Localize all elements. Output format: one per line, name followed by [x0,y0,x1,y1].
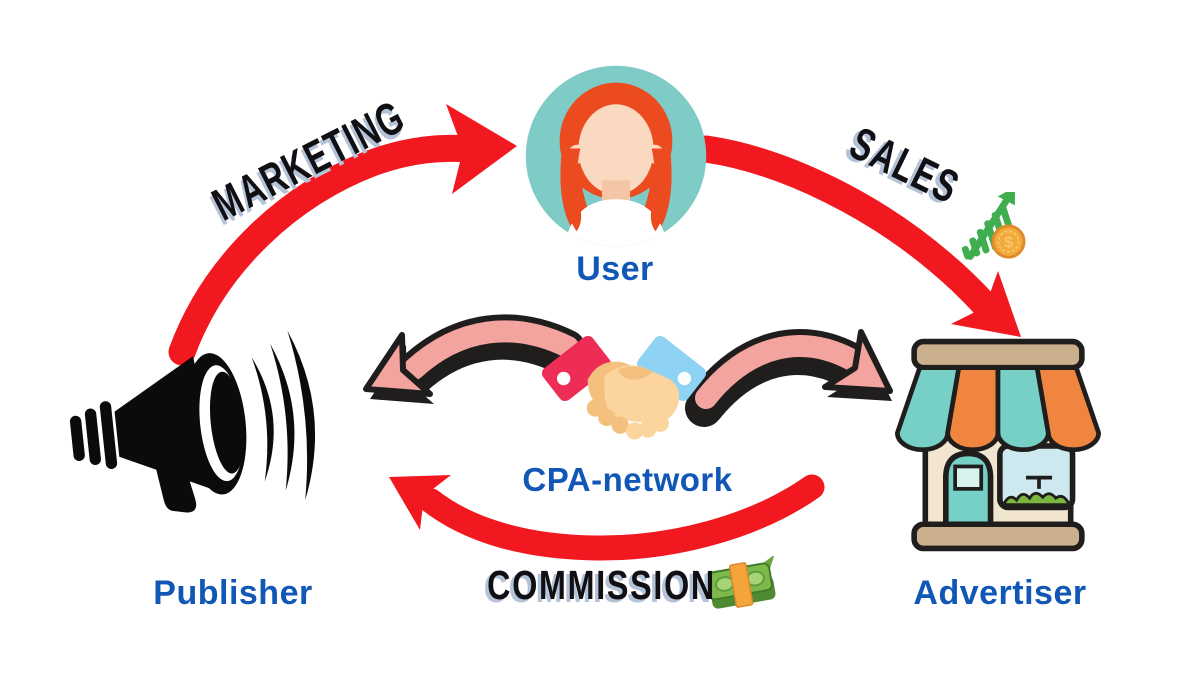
commission-arrow-label: COMMISSION [487,563,716,609]
money-bundle-icon [705,556,776,609]
coin-dollar-glyph: $ [1004,234,1013,251]
sales-arrow [692,135,1021,337]
user-node-label: User [576,250,654,288]
growth-chart-icon: $ [961,192,1026,260]
user-avatar-icon [525,65,707,247]
publisher-node-label: Publisher [153,574,313,612]
megaphone-icon [69,330,316,513]
advertiser-node-label: Advertiser [913,574,1087,612]
handshake-icon [541,335,707,440]
commission-arrow [389,474,825,561]
storefront-icon [895,338,1101,552]
network-to-publisher-arrow [363,314,585,404]
cpa-network-node-label: CPA-network [522,461,733,498]
marketing-arrow [168,104,517,366]
network-to-advertiser-arrow [685,329,893,427]
